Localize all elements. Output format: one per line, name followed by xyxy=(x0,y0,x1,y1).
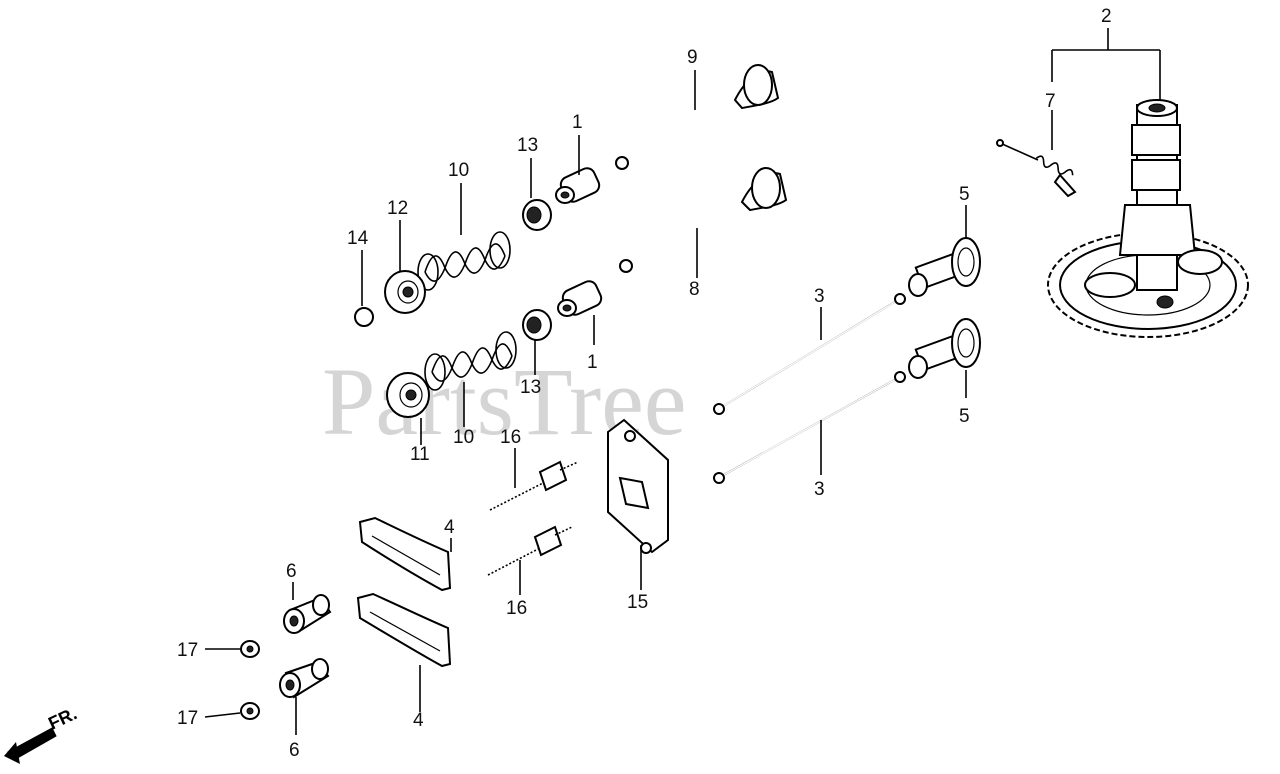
push-rod-guide-plate[interactable] xyxy=(607,418,669,554)
callout-4-lower: 4 xyxy=(413,710,424,731)
callout-7: 7 xyxy=(1045,91,1056,112)
valve-8[interactable] xyxy=(619,167,788,273)
arrowhead-icon xyxy=(4,742,20,764)
stem-seal-upper[interactable] xyxy=(522,199,552,231)
push-rod-lower[interactable] xyxy=(713,371,906,484)
callout-16-lower: 16 xyxy=(506,598,527,619)
valve-rotator-upper[interactable] xyxy=(555,166,602,205)
front-direction-marker: FR. xyxy=(4,703,80,764)
rocker-arm-lower[interactable] xyxy=(356,592,452,668)
valve-spring-lower[interactable] xyxy=(424,331,517,391)
pivot-stud-lower[interactable] xyxy=(487,525,573,576)
push-rod-upper[interactable] xyxy=(713,293,906,415)
decompressor-spring[interactable] xyxy=(996,139,1077,198)
callout-4-upper: 4 xyxy=(444,517,455,538)
valve-spring-upper[interactable] xyxy=(417,231,511,291)
callout-17-upper: 17 xyxy=(177,640,198,661)
callout-3-lower: 3 xyxy=(814,479,825,500)
lock-nut-upper[interactable] xyxy=(240,640,260,658)
callout-5-lower: 5 xyxy=(959,406,970,427)
lock-nut-lower[interactable] xyxy=(240,702,260,720)
spring-retainer-11[interactable] xyxy=(386,372,430,418)
callout-13-lower: 13 xyxy=(520,377,541,398)
callout-labels: 2 7 9 1 13 10 12 14 5 8 3 1 13 5 10 11 1… xyxy=(177,6,1112,761)
callout-13-upper: 13 xyxy=(517,135,538,156)
callout-11: 11 xyxy=(410,444,430,465)
rocker-ball-lower[interactable] xyxy=(279,658,330,699)
valve-rotator-lower[interactable] xyxy=(557,279,604,318)
callout-2: 2 xyxy=(1101,6,1112,27)
tappet-upper[interactable] xyxy=(908,237,981,297)
callout-17-lower: 17 xyxy=(177,708,198,729)
valve-keeper-14[interactable] xyxy=(354,307,374,327)
callout-14: 14 xyxy=(347,228,369,249)
valve-9[interactable] xyxy=(615,64,780,170)
stem-seal-lower[interactable] xyxy=(522,309,552,341)
callout-1-upper: 1 xyxy=(572,112,583,133)
callout-6-lower: 6 xyxy=(289,740,300,761)
callout-5-upper: 5 xyxy=(959,184,970,205)
callout-15: 15 xyxy=(627,592,648,613)
leader-lines xyxy=(204,70,967,735)
camshaft-gear[interactable] xyxy=(1047,99,1249,338)
tappet-lower[interactable] xyxy=(908,318,981,379)
callout-16-upper: 16 xyxy=(500,427,521,448)
rocker-arm-upper[interactable] xyxy=(358,516,452,592)
callout-10-lower: 10 xyxy=(453,427,474,448)
callout-8: 8 xyxy=(689,279,700,300)
callout-3-upper: 3 xyxy=(814,286,825,307)
spring-retainer-12[interactable] xyxy=(384,270,426,314)
callout-6-upper: 6 xyxy=(286,561,297,582)
callout-1-lower: 1 xyxy=(587,352,598,373)
callout-12: 12 xyxy=(387,198,408,219)
rocker-ball-upper[interactable] xyxy=(283,594,332,634)
pivot-stud-upper[interactable] xyxy=(489,460,579,511)
callout-9: 9 xyxy=(687,47,698,68)
callout-10-upper: 10 xyxy=(448,160,469,181)
